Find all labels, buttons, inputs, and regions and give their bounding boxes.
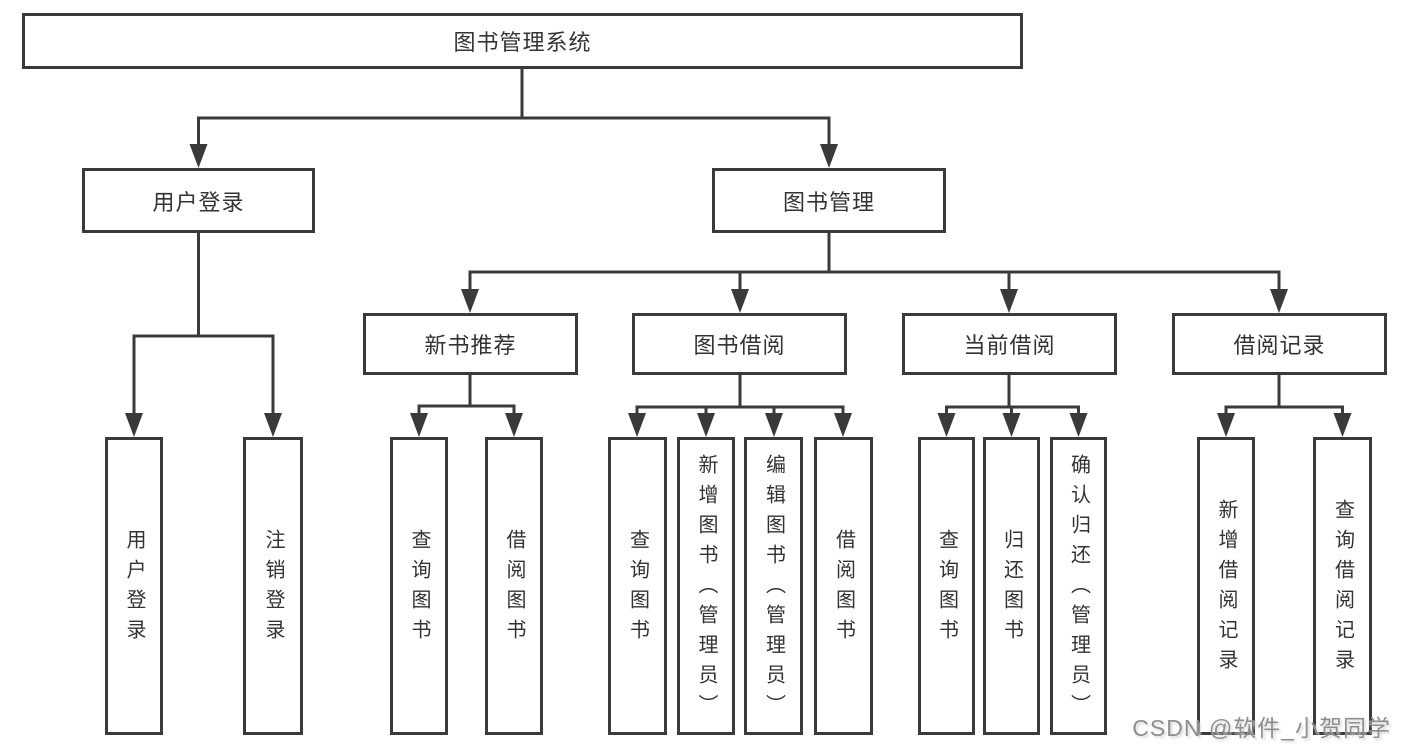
connector-currentborrow-to-leaves bbox=[937, 375, 1088, 437]
connector-bookborrow-to-leaves bbox=[628, 375, 852, 437]
leaf-current-confirm-return-admin: 确认归还（管理员） bbox=[1050, 437, 1107, 735]
connector-userlogin-to-leaves bbox=[125, 233, 282, 437]
leaf-borrow-add-books-admin: 新增图书（管理员） bbox=[677, 437, 735, 735]
leaf-borrow-query-books-label: 查询图书 bbox=[626, 529, 649, 649]
connector-bookmgmt-to-level3 bbox=[461, 233, 1288, 313]
leaf-current-return-books-label: 归还图书 bbox=[1000, 529, 1023, 649]
node-book-borrow-label: 图书借阅 bbox=[693, 333, 786, 358]
node-root-label: 图书管理系统 bbox=[453, 30, 592, 55]
connector-borrowrecords-to-leaves bbox=[1217, 375, 1352, 437]
leaf-user-login: 用户登录 bbox=[105, 437, 163, 735]
leaf-borrow-edit-books-admin-label: 编辑图书（管理员） bbox=[762, 454, 785, 724]
leaf-records-query-record: 查询借阅记录 bbox=[1313, 437, 1372, 735]
connector-newbook-to-leaves bbox=[410, 375, 523, 437]
leaf-newbook-borrow-books: 借阅图书 bbox=[485, 437, 543, 735]
leaf-current-confirm-return-admin-label: 确认归还（管理员） bbox=[1067, 454, 1090, 724]
leaf-records-add-record-label: 新增借阅记录 bbox=[1215, 499, 1237, 679]
node-new-book-recommend-label: 新书推荐 bbox=[424, 333, 517, 358]
leaf-borrow-edit-books-admin: 编辑图书（管理员） bbox=[744, 437, 803, 735]
node-current-borrow: 当前借阅 bbox=[902, 313, 1117, 375]
leaf-records-query-record-label: 查询借阅记录 bbox=[1331, 499, 1354, 679]
leaf-current-return-books: 归还图书 bbox=[983, 437, 1040, 735]
node-book-borrow: 图书借阅 bbox=[632, 313, 847, 375]
node-book-management-group: 图书管理 bbox=[712, 168, 946, 233]
leaf-borrow-borrow-books: 借阅图书 bbox=[814, 437, 873, 735]
leaf-borrow-borrow-books-label: 借阅图书 bbox=[832, 529, 855, 649]
node-borrow-records-label: 借阅记录 bbox=[1233, 333, 1326, 358]
leaf-records-add-record: 新增借阅记录 bbox=[1197, 437, 1255, 735]
leaf-borrow-add-books-admin-label: 新增图书（管理员） bbox=[695, 454, 717, 724]
csdn-watermark: CSDN @软件_小贺同学 bbox=[1132, 715, 1391, 741]
node-new-book-recommend: 新书推荐 bbox=[363, 313, 578, 375]
node-root-library-system: 图书管理系统 bbox=[22, 13, 1023, 69]
leaf-current-query-books: 查询图书 bbox=[918, 437, 975, 735]
leaf-logout-label: 注销登录 bbox=[262, 529, 284, 649]
leaf-borrow-query-books: 查询图书 bbox=[608, 437, 667, 735]
leaf-logout: 注销登录 bbox=[243, 437, 303, 735]
node-book-management-group-label: 图书管理 bbox=[782, 189, 875, 215]
connector-root-to-level2 bbox=[189, 69, 838, 168]
leaf-user-login-label: 用户登录 bbox=[123, 529, 145, 649]
node-borrow-records: 借阅记录 bbox=[1172, 313, 1387, 375]
node-current-borrow-label: 当前借阅 bbox=[963, 333, 1056, 358]
node-user-login-group-label: 用户登录 bbox=[152, 189, 245, 215]
leaf-newbook-query-books-label: 查询图书 bbox=[408, 529, 430, 649]
leaf-newbook-query-books: 查询图书 bbox=[390, 437, 448, 735]
leaf-current-query-books-label: 查询图书 bbox=[935, 529, 958, 649]
node-user-login-group: 用户登录 bbox=[82, 168, 315, 233]
leaf-newbook-borrow-books-label: 借阅图书 bbox=[503, 529, 525, 649]
